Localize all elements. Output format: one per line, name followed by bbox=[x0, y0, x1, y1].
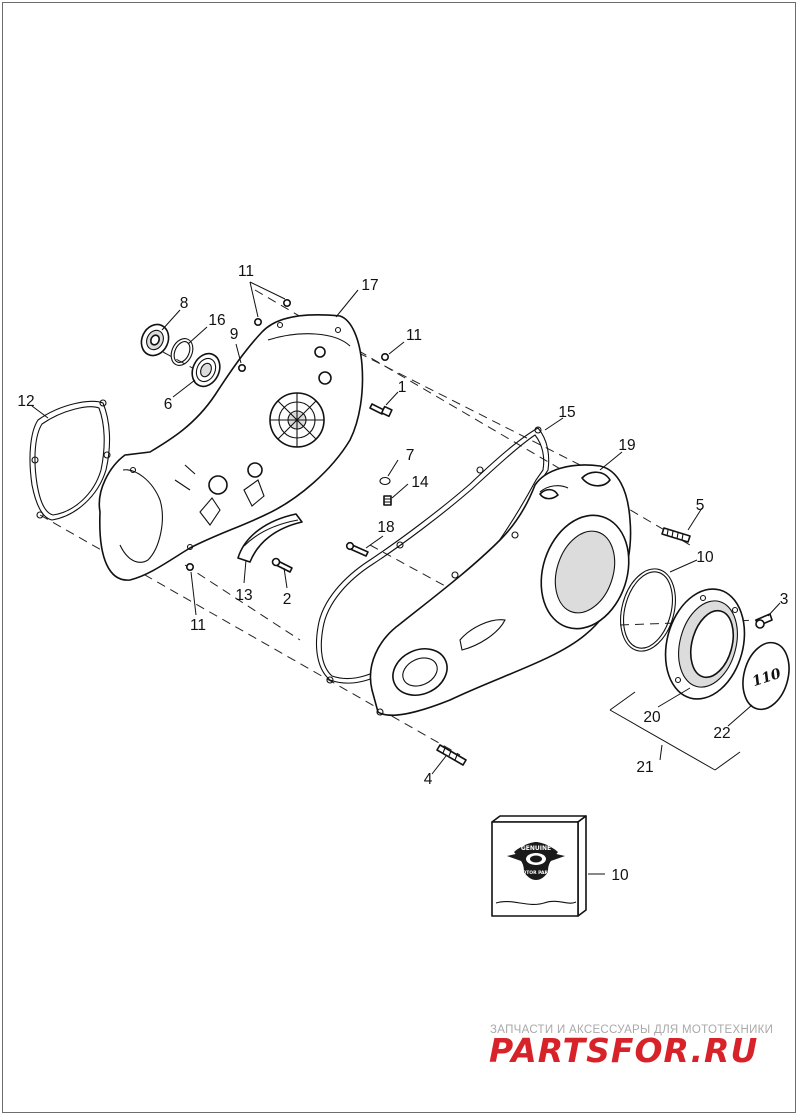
gasket-12 bbox=[29, 399, 111, 521]
dowels-11-top bbox=[186, 298, 389, 571]
callout-12: 12 bbox=[17, 393, 34, 410]
genuine-badge-icon: GENUINE MOTOR PARTS bbox=[507, 842, 565, 880]
callout-19: 19 bbox=[618, 437, 635, 454]
leader-lines bbox=[31, 281, 781, 775]
inner-primary-housing-17 bbox=[98, 313, 364, 581]
callout-11-top: 11 bbox=[238, 263, 254, 280]
o-ring-7 bbox=[379, 476, 391, 486]
o-ring-10 bbox=[620, 568, 676, 652]
callout-14: 14 bbox=[411, 474, 429, 491]
dowel-9 bbox=[238, 363, 247, 372]
callout-13: 13 bbox=[235, 587, 252, 604]
tensioner-13 bbox=[237, 513, 303, 563]
seal-8 bbox=[140, 323, 170, 357]
watermark-logo: PARTSFOR.RU bbox=[489, 1031, 758, 1070]
callout-10-oring: 10 bbox=[696, 549, 714, 566]
callout-9: 9 bbox=[230, 326, 239, 343]
callout-16: 16 bbox=[208, 312, 225, 329]
plug-14 bbox=[383, 495, 392, 506]
callout-4: 4 bbox=[424, 771, 433, 788]
screw-5 bbox=[661, 527, 691, 543]
screw-18 bbox=[345, 541, 369, 557]
assembly-bracket-21 bbox=[609, 691, 741, 771]
emblem-insert-22: 110 bbox=[742, 641, 790, 711]
callout-22: 22 bbox=[713, 725, 730, 742]
badge-line2: MOTOR PARTS bbox=[518, 870, 554, 876]
retaining-ring-16 bbox=[170, 338, 194, 366]
outer-primary-cover-19 bbox=[369, 464, 632, 716]
callout-11-right: 11 bbox=[406, 327, 422, 344]
callout-2: 2 bbox=[283, 591, 292, 608]
callout-15: 15 bbox=[558, 404, 575, 421]
genuine-parts-kit: GENUINE MOTOR PARTS 10 bbox=[491, 815, 629, 917]
callout-20: 20 bbox=[643, 709, 661, 726]
bearing-6 bbox=[191, 352, 221, 388]
callout-labels: 11 17 8 16 9 11 1 6 12 15 19 7 14 5 18 1… bbox=[17, 263, 788, 788]
screw-3 bbox=[755, 613, 773, 629]
callout-21: 21 bbox=[636, 759, 653, 776]
screw-2 bbox=[271, 557, 293, 573]
callout-5: 5 bbox=[696, 497, 705, 514]
watermark-caption: ЗАПЧАСТИ И АКСЕССУАРЫ ДЛЯ МОТОТЕХНИКИ bbox=[490, 1024, 773, 1036]
derby-cover-20 bbox=[664, 588, 746, 700]
callout-3: 3 bbox=[780, 591, 789, 608]
callout-8: 8 bbox=[180, 295, 189, 312]
callout-7: 7 bbox=[406, 447, 415, 464]
callout-18: 18 bbox=[377, 519, 394, 536]
callout-10-kit: 10 bbox=[611, 867, 629, 884]
watermark: ЗАПЧАСТИ И АКСЕССУАРЫ ДЛЯ МОТОТЕХНИКИ PA… bbox=[489, 1024, 773, 1070]
callout-6: 6 bbox=[164, 396, 173, 413]
screw-1 bbox=[369, 403, 393, 418]
screw-4 bbox=[436, 744, 467, 766]
callout-1: 1 bbox=[398, 379, 407, 396]
badge-line1: GENUINE bbox=[521, 845, 551, 852]
callout-11-bottom: 11 bbox=[190, 617, 206, 634]
callout-17: 17 bbox=[361, 277, 378, 294]
